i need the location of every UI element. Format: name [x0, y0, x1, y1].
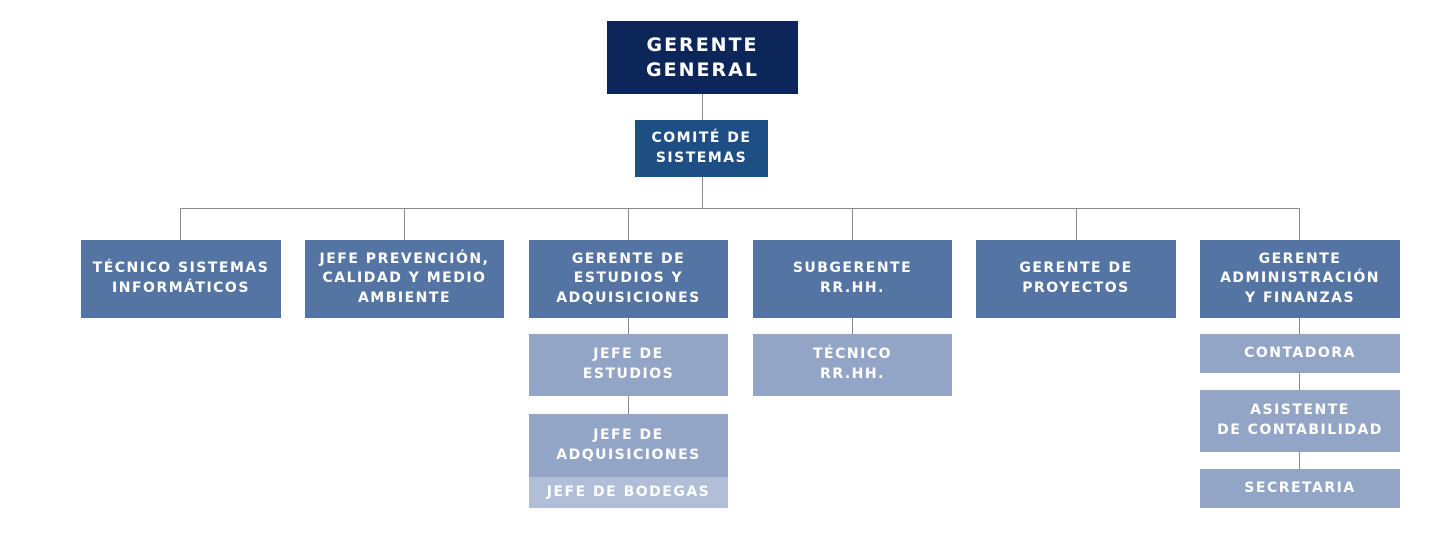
node-gerente-general: GERENTE GENERAL: [607, 21, 798, 94]
connector-jefe-estudios-jefe-adquisiciones: [628, 396, 629, 414]
node-subgerente-rrhh-label: SUBGERENTE RR.HH.: [792, 260, 913, 296]
node-comite-sistemas-label: COMITÉ DE SISTEMAS: [651, 129, 752, 166]
node-jefe-estudios: JEFE DE ESTUDIOS: [529, 334, 728, 396]
connector-drop-gerente-administracion: [1299, 208, 1300, 240]
connector-drop-gerente-estudios: [628, 208, 629, 240]
connector-rrhh-tecnico-rrhh: [852, 318, 853, 334]
connector-committee-bus: [702, 177, 703, 208]
node-gerente-administracion-label: GERENTE ADMINISTRACIÓN Y FINANZAS: [1220, 250, 1380, 306]
connector-drop-jefe-prevencion: [404, 208, 405, 240]
connector-estudios-jefe-estudios: [628, 318, 629, 334]
node-contadora-label: CONTADORA: [1244, 344, 1356, 361]
node-gerente-estudios: GERENTE DE ESTUDIOS Y ADQUISICIONES: [529, 240, 728, 318]
node-jefe-adquisiciones: JEFE DE ADQUISICIONES: [529, 414, 728, 477]
connector-contadora-asistente: [1299, 373, 1300, 390]
connector-drop-subgerente-rrhh: [852, 208, 853, 240]
node-jefe-prevencion-label: JEFE PREVENCIÓN, CALIDAD Y MEDIO AMBIENT…: [319, 250, 490, 306]
node-secretaria: SECRETARIA: [1200, 469, 1400, 508]
connector-horizontal-bus: [180, 208, 1299, 209]
node-gerente-proyectos-label: GERENTE DE PROYECTOS: [1019, 260, 1133, 296]
connector-asistente-secretaria: [1299, 452, 1300, 469]
node-jefe-adquisiciones-label: JEFE DE ADQUISICIONES: [556, 426, 701, 463]
node-gerente-estudios-label: GERENTE DE ESTUDIOS Y ADQUISICIONES: [556, 250, 701, 306]
node-tecnico-rrhh-label: TÉCNICO RR.HH.: [813, 346, 892, 382]
node-tecnico-rrhh: TÉCNICO RR.HH.: [753, 334, 952, 396]
node-tecnico-sistemas: TÉCNICO SISTEMAS INFORMÁTICOS: [81, 240, 281, 318]
node-contadora: CONTADORA: [1200, 334, 1400, 373]
connector-administracion-contadora: [1299, 318, 1300, 334]
connector-drop-tecnico-sistemas: [180, 208, 181, 240]
node-asistente-contabilidad: ASISTENTE DE CONTABILIDAD: [1200, 390, 1400, 452]
node-subgerente-rrhh: SUBGERENTE RR.HH.: [753, 240, 952, 318]
node-jefe-prevencion: JEFE PREVENCIÓN, CALIDAD Y MEDIO AMBIENT…: [305, 240, 504, 318]
node-gerente-proyectos: GERENTE DE PROYECTOS: [976, 240, 1176, 318]
node-comite-sistemas: COMITÉ DE SISTEMAS: [635, 120, 768, 177]
node-secretaria-label: SECRETARIA: [1244, 479, 1356, 496]
connector-root-committee: [702, 94, 703, 120]
node-gerente-administracion: GERENTE ADMINISTRACIÓN Y FINANZAS: [1200, 240, 1400, 318]
connector-drop-gerente-proyectos: [1076, 208, 1077, 240]
node-jefe-bodegas: JEFE DE BODEGAS: [529, 477, 728, 508]
node-tecnico-sistemas-label: TÉCNICO SISTEMAS INFORMÁTICOS: [92, 260, 270, 296]
node-jefe-estudios-label: JEFE DE ESTUDIOS: [582, 346, 675, 382]
node-jefe-bodegas-label: JEFE DE BODEGAS: [546, 483, 711, 500]
node-gerente-general-label: GERENTE GENERAL: [646, 33, 759, 81]
node-asistente-contabilidad-label: ASISTENTE DE CONTABILIDAD: [1217, 402, 1383, 438]
